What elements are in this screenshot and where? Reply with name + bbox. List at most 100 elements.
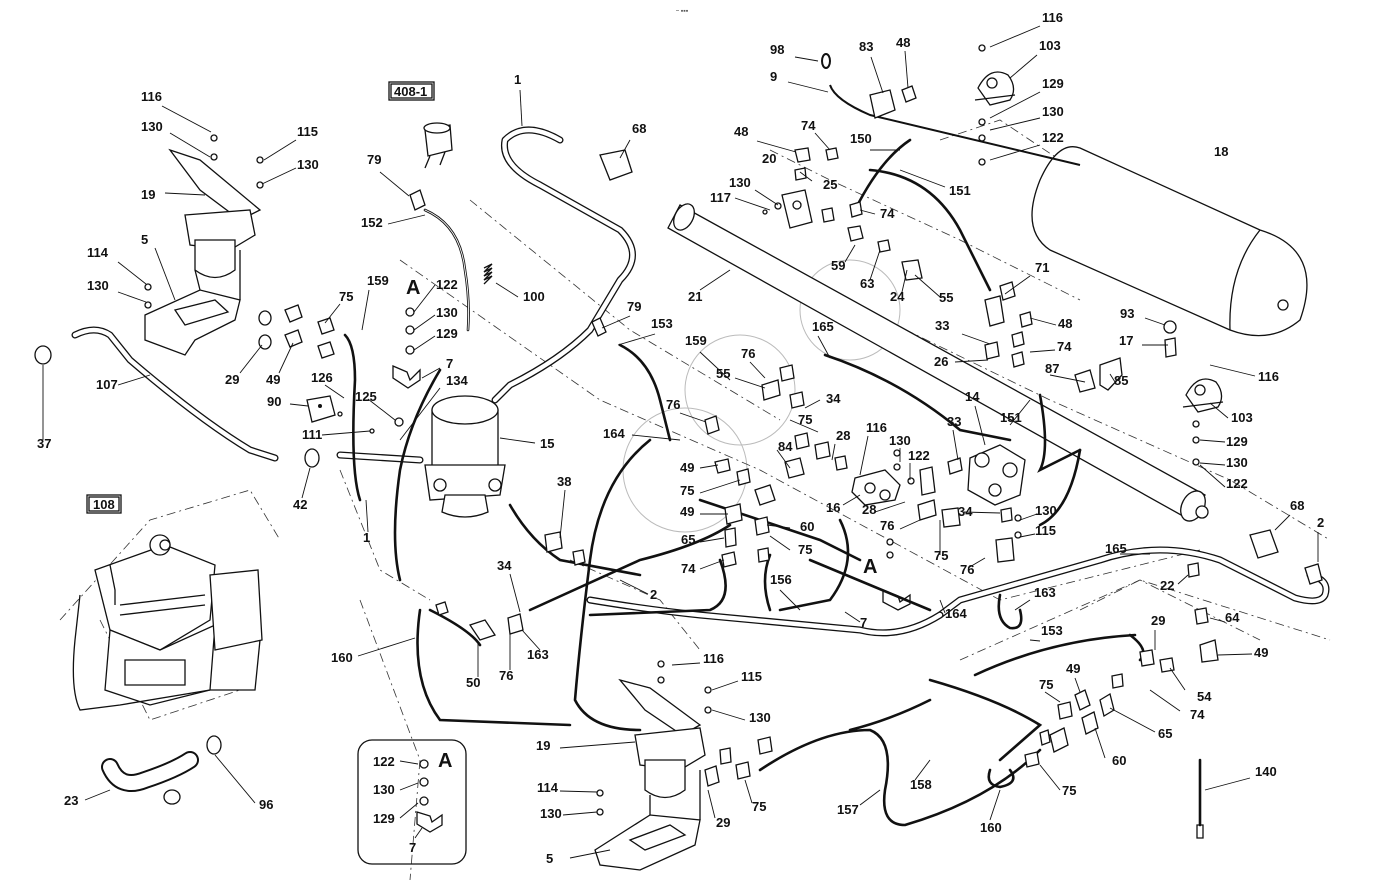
callout-label: 164 [603, 426, 625, 441]
leader-line [1149, 689, 1181, 712]
callout-label: 93 [1120, 306, 1134, 321]
leader-line [1029, 317, 1057, 326]
callout-label: 130 [1035, 503, 1057, 518]
leader-line [521, 629, 541, 651]
callout-label: 28 [836, 428, 850, 443]
callout-label: 122 [1226, 476, 1248, 491]
callout-label: 5 [546, 851, 553, 866]
callout-label: 15 [540, 436, 554, 451]
callout-label: 130 [540, 806, 562, 821]
callout-label: 111 [302, 427, 322, 442]
air-dryer [424, 395, 506, 518]
leader-line [631, 434, 681, 441]
leader-line [413, 284, 436, 313]
callout-label: 160 [980, 820, 1002, 835]
callout-label: 79 [627, 299, 641, 314]
leader-line [779, 589, 801, 611]
leader-line [776, 449, 791, 469]
callout-label: 100 [523, 289, 545, 304]
leader-line [699, 537, 725, 543]
callout-label: 42 [293, 497, 307, 512]
callout-label: 151 [949, 183, 971, 198]
leader-line [361, 289, 370, 331]
callout-label: 55 [716, 366, 730, 381]
leader-line [1029, 639, 1041, 642]
leader-line [1029, 349, 1056, 353]
leader-line [619, 579, 649, 595]
leader-line [1014, 599, 1031, 611]
inset-label: 122 [373, 754, 395, 769]
leader-line [711, 680, 739, 691]
callout-label: 116 [866, 420, 887, 435]
leader-line [749, 361, 766, 379]
callout-label: 5 [141, 232, 148, 247]
callout-label: 54 [1197, 689, 1212, 704]
leader-line [989, 25, 1041, 48]
callout-label: 130 [297, 157, 319, 172]
ref-box-408-1: 408-1 [388, 81, 435, 101]
callout-label: 116 [703, 651, 724, 666]
leader-line [164, 192, 206, 196]
leader-line [766, 524, 791, 529]
clamp-upper [974, 71, 1016, 106]
leader-line [239, 344, 263, 374]
callout-label: 130 [889, 433, 911, 448]
leader-line [301, 467, 311, 499]
leader-line [967, 557, 986, 569]
callout-label: 163 [527, 647, 549, 662]
leader-line [519, 89, 523, 127]
leader-line [794, 56, 819, 62]
leader-line [321, 430, 371, 436]
leader-line [1217, 653, 1253, 656]
callout-label: 25 [823, 177, 837, 192]
leader-line [952, 429, 959, 461]
leader-line [214, 754, 256, 804]
callout-label: 76 [960, 562, 974, 577]
leader-line [1209, 402, 1229, 419]
callout-label: 1 [363, 530, 370, 545]
callout-label: 29 [1151, 613, 1165, 628]
callout-label: 75 [680, 483, 694, 498]
inset-label: 129 [373, 811, 395, 826]
callout-label: 159 [367, 273, 389, 288]
callout-label: 159 [685, 333, 707, 348]
leader-line [744, 779, 753, 804]
clamp-lower [1182, 378, 1224, 413]
callout-label: 76 [499, 668, 513, 683]
callout-label: 153 [651, 316, 673, 331]
brake-valve-bottom [594, 678, 706, 871]
leader-line [954, 359, 989, 363]
leader-line [161, 105, 212, 133]
leader-line [799, 171, 813, 182]
hose-23 [101, 735, 222, 805]
callout-label: 125 [355, 389, 377, 404]
callout-label: 55 [939, 290, 953, 305]
air-tank [1031, 146, 1308, 337]
leader-line [671, 662, 701, 666]
callout-label: 29 [225, 372, 239, 387]
leader-line [699, 464, 719, 469]
leader-line [769, 535, 791, 551]
callout-label: 76 [666, 397, 680, 412]
leader-line [699, 351, 731, 381]
leader-line [707, 789, 716, 819]
callout-label: 21 [688, 289, 702, 304]
leader-line [734, 377, 766, 389]
wire-9 [821, 53, 1081, 166]
leader-line [939, 599, 946, 614]
leader-line [324, 303, 341, 324]
leader-line [117, 291, 147, 303]
callout-label: 129 [436, 326, 458, 341]
callout-label: 153 [1041, 623, 1063, 638]
leader-line [789, 419, 819, 433]
callout-label: 134 [446, 373, 468, 388]
callout-label: 130 [141, 119, 163, 134]
leader-line [169, 132, 211, 158]
callout-label: 74 [1190, 707, 1205, 722]
callout-label: 87 [1045, 361, 1059, 376]
callout-label: 152 [361, 215, 383, 230]
leader-line [117, 261, 147, 285]
hoses [71, 126, 1330, 637]
callout-label: 65 [1158, 726, 1172, 741]
leader-line [1199, 439, 1226, 443]
